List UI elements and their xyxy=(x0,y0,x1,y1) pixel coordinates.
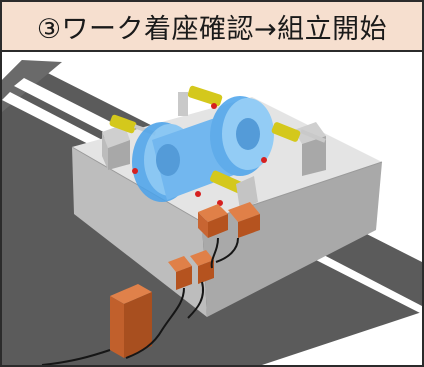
step-title: ③ワーク着座確認→組立開始 xyxy=(36,13,388,45)
seat-sensor-icon xyxy=(168,202,260,290)
workpiece-seating-illustration xyxy=(2,60,422,365)
clamp-cylinder-left-icon xyxy=(102,114,157,170)
clamp-cylinder-right-icon xyxy=(271,122,326,176)
cable-icon xyxy=(41,237,239,365)
illustration xyxy=(2,52,422,365)
clamp-cylinder-back-icon xyxy=(178,85,223,116)
title-bar: ③ワーク着座確認→組立開始 xyxy=(2,2,422,52)
controller-box-icon xyxy=(110,284,152,358)
clamp-cylinder-front-icon xyxy=(209,170,258,210)
